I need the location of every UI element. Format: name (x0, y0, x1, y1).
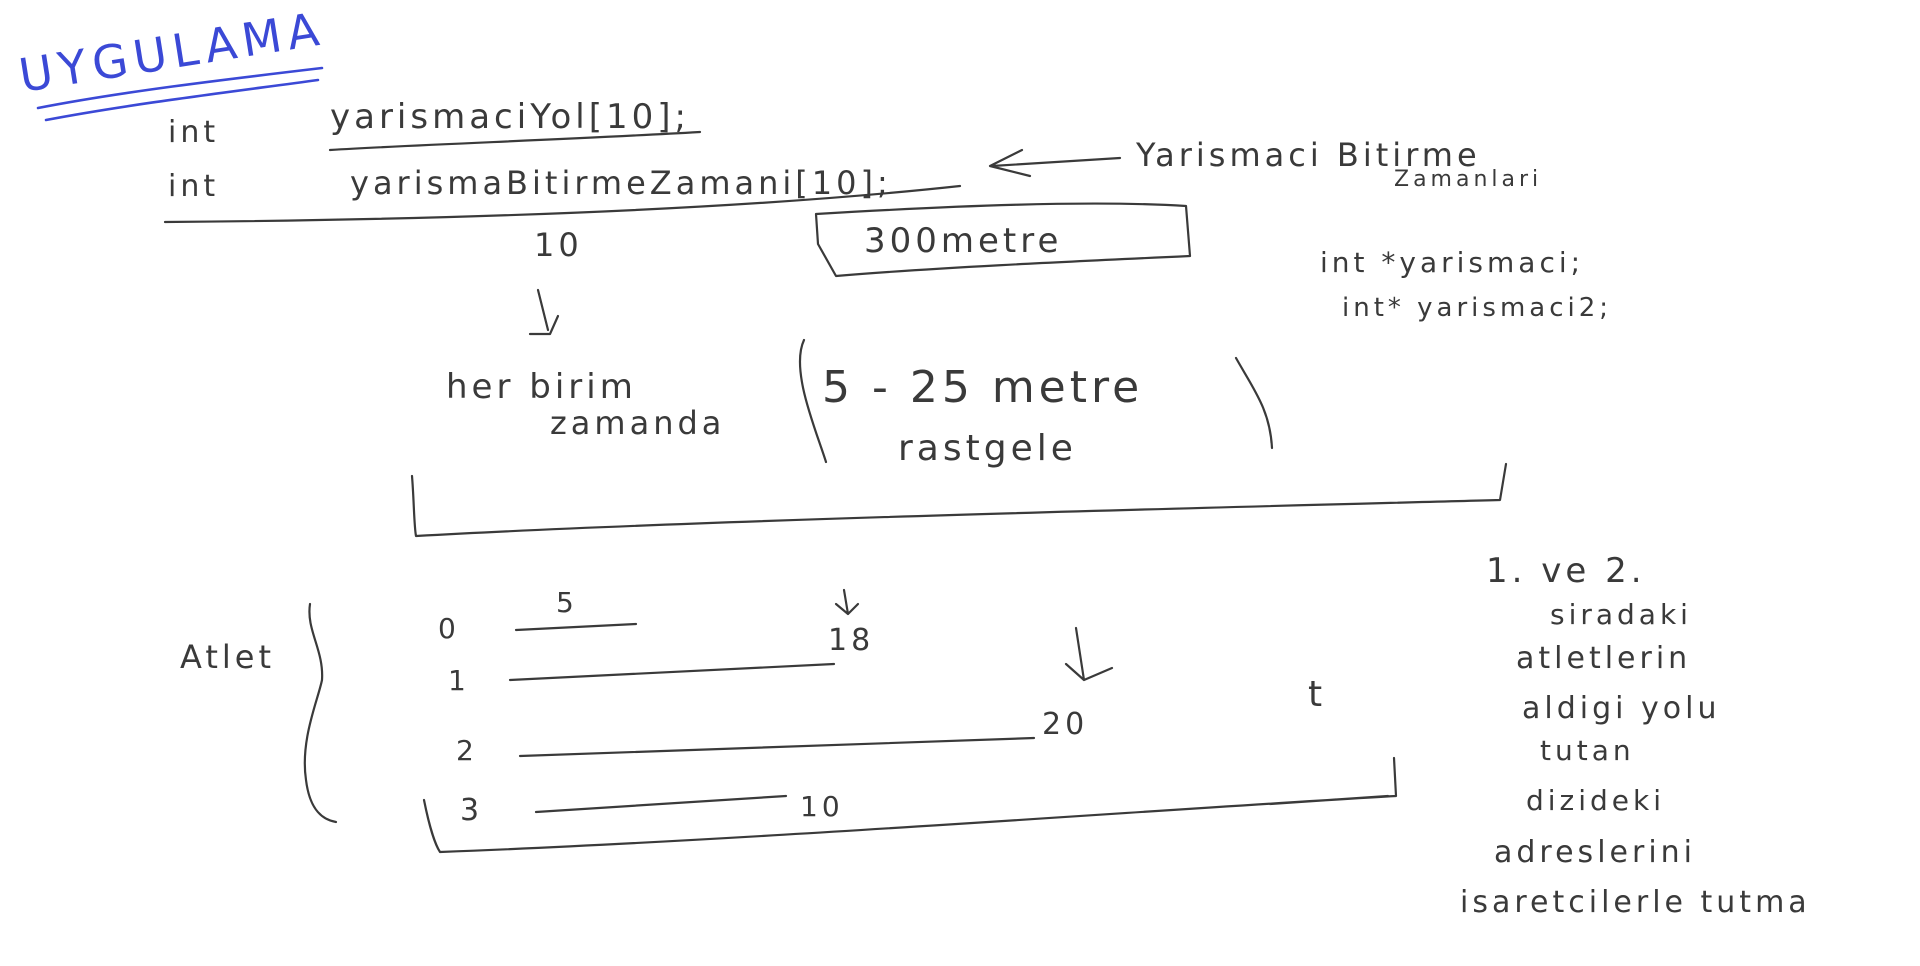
race-curly-brace (303, 602, 338, 824)
pointer-line1: int *yarismaci; (1320, 246, 1584, 279)
race-row-line (518, 736, 1036, 758)
race-row-line (508, 662, 836, 682)
code-line2-note: Yarismaci Bitirme (1135, 136, 1481, 174)
note-line: adreslerini (1494, 835, 1696, 870)
title-underline-1 (36, 66, 324, 110)
code-line1-type: int (168, 115, 219, 150)
time-symbol: t (1308, 674, 1326, 715)
unit-time-1: her birim (446, 367, 637, 407)
distance-box (814, 202, 1192, 278)
count-value: 10 (534, 226, 583, 264)
race-row-mark: 10 (800, 790, 844, 823)
race-row-mark: 5 (556, 586, 578, 619)
count-arrow (528, 288, 560, 336)
race-rows: 0 5 1 18 2 20 3 10 (438, 586, 1114, 828)
race-bottom-bracket (422, 756, 1398, 854)
race-row-index: 2 (456, 734, 478, 767)
race-row-line (514, 622, 638, 632)
race-label: Atlet (180, 638, 275, 676)
title-underline-2 (44, 78, 320, 122)
code-line2-decl: yarismaBitirmeZamani[10]; (350, 164, 892, 202)
code-arrow (988, 148, 1122, 178)
race-row-index: 3 (460, 793, 483, 828)
code-line2-note-2: Zamanlari (1394, 167, 1542, 192)
note-line: isaretcilerle tutma (1460, 885, 1811, 920)
range-bracket-left (798, 338, 828, 464)
code-line1-underline (328, 130, 702, 152)
race-row-index: 1 (448, 664, 470, 697)
note-line: 1. ve 2. (1486, 551, 1646, 591)
race-row-arrow (834, 588, 860, 616)
side-note: 1. ve 2. siradaki atletlerin aldigi yolu… (1460, 551, 1811, 920)
note-line: atletlerin (1516, 641, 1691, 676)
random-word: rastgele (898, 428, 1077, 469)
race-row-arrow (1064, 626, 1114, 682)
race-row-mark: 18 (828, 623, 874, 658)
distance-value: 300metre (864, 221, 1062, 261)
note-line: siradaki (1550, 598, 1692, 631)
race-row-mark: 20 (1042, 707, 1088, 742)
code-line2-type: int (168, 169, 219, 204)
range-bracket-right (1234, 356, 1274, 450)
race-row-line (534, 794, 788, 814)
note-line: aldigi yolu (1522, 691, 1720, 726)
code-separator-line (163, 184, 962, 224)
note-line: dizideki (1526, 784, 1665, 817)
race-row-index: 0 (438, 612, 460, 645)
pointer-line2: int* yarismaci2; (1342, 293, 1612, 323)
note-line: tutan (1540, 734, 1635, 767)
code-line1-decl: yarismaciYol[10]; (330, 97, 690, 137)
random-range: 5 - 25 metre (822, 362, 1143, 413)
params-bottom-bracket (410, 462, 1508, 538)
unit-time-2: zamanda (550, 404, 725, 442)
